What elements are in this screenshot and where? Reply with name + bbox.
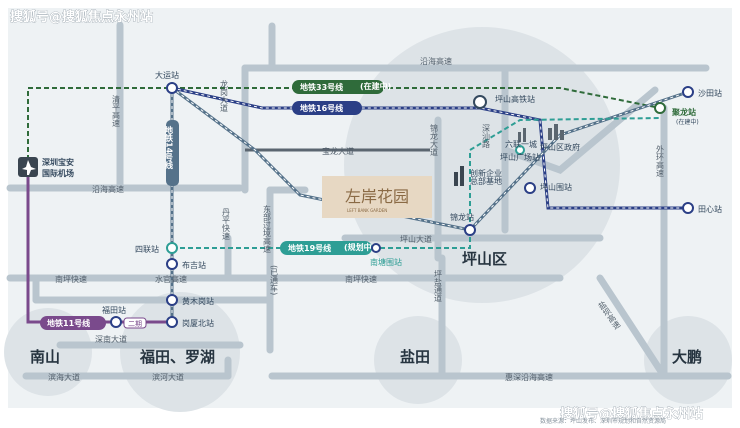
road-shenshan: 深汕路 xyxy=(482,124,491,148)
road-binhe: 滨河大道 xyxy=(152,372,184,382)
gov-building-icon xyxy=(548,124,564,140)
station-futian: 福田站 xyxy=(102,305,126,315)
road-shennan: 深南大道 xyxy=(95,334,127,344)
road-yanhai-left: 沿海高速 xyxy=(92,184,124,194)
airport-label-line2: 国际机场 xyxy=(42,168,74,178)
district-pingshan: 坪山区 xyxy=(462,250,507,268)
station-nantangwei: 南塘围站 xyxy=(370,257,402,267)
station-pingshansquare-marker xyxy=(515,145,525,155)
station-julong: 聚龙站 xyxy=(671,107,696,117)
station-huangmugang: 黄木岗站 xyxy=(182,296,214,306)
watermark-bottom: 搜狐号@搜狐焦点永州站 xyxy=(560,406,703,422)
innovation-hq-icon xyxy=(454,166,464,186)
station-buji: 布吉站 xyxy=(182,260,206,270)
station-pingshan-wei: 坪山围站 xyxy=(540,182,572,192)
station-sijian: 四联站 xyxy=(135,244,159,254)
station-nantangwei-marker xyxy=(371,243,381,253)
district-futian-luohu: 福田、罗湖 xyxy=(139,348,215,366)
road-nanping-mid: 南坪快速 xyxy=(345,274,377,284)
airport-icon xyxy=(18,157,38,177)
road-dongbu-note: (已通车) xyxy=(270,265,279,295)
airport-label-line1: 深圳宝安 xyxy=(42,157,74,167)
project-sub: LEFT BANK GARDEN xyxy=(347,208,387,213)
station-gangsha-marker xyxy=(166,316,178,328)
source-note: 数据来源：坪山发布、深圳市规划和自然资源局 xyxy=(540,417,666,425)
line33-note: (在建中) xyxy=(360,81,391,91)
road-dongbu: 东部过境高速 xyxy=(263,204,272,254)
road-binhai: 滨海大道 xyxy=(48,372,80,382)
line33-label: 地铁33号线 xyxy=(300,82,343,92)
station-huangmugang-marker xyxy=(166,294,178,306)
line14-label: 地铁14号线 xyxy=(165,125,174,170)
station-sijian-marker xyxy=(166,242,178,254)
road-jinlong: 锦龙大道 xyxy=(430,123,439,157)
road-pingshan-ave: 坪山大道 xyxy=(400,234,432,244)
station-tianxin: 田心站 xyxy=(698,204,722,214)
district-nanshan: 南山 xyxy=(30,348,60,366)
road-danping: 丹平快速 xyxy=(222,208,231,241)
station-buji-marker xyxy=(166,258,178,270)
watermark-top: 搜狐号@搜狐焦点永州站 xyxy=(10,9,153,25)
line19-note: (规划中) xyxy=(344,242,375,252)
line11-badge: 二期 xyxy=(128,320,142,328)
station-jinlong: 锦龙站 xyxy=(450,212,474,222)
project-name: 左岸花园 xyxy=(345,187,409,206)
road-nanping-top: 南坪快速 xyxy=(55,274,87,284)
station-hsr-marker xyxy=(473,95,487,109)
line19-label: 地铁19号线 xyxy=(288,243,331,253)
station-julong-note: (在建中) xyxy=(676,118,699,126)
landmark-liuzhi: 六联一城 xyxy=(505,139,537,149)
station-pingshan-hsr: 坪山高铁站 xyxy=(495,94,535,104)
liuzhi-icon xyxy=(518,128,526,142)
station-tianxin-marker xyxy=(682,202,694,214)
landmark-innov-2: 总部基地 xyxy=(470,176,502,186)
landmark-innov-1: 创新企业 xyxy=(470,168,502,178)
station-dayun: 大运站 xyxy=(155,70,179,80)
landmark-gov: 坪山区政府 xyxy=(540,142,580,152)
station-shatian-marker xyxy=(682,86,694,98)
project-logo: 左岸花园 LEFT BANK GARDEN xyxy=(322,176,432,218)
line16-label: 地铁16号线 xyxy=(300,103,343,113)
line16-path xyxy=(171,86,690,210)
road-waihuan: 外环高速 xyxy=(656,144,665,178)
station-pingshanwei-marker xyxy=(524,182,536,194)
district-yantian: 盐田 xyxy=(400,348,430,366)
road-qingping: 清平高速 xyxy=(112,94,121,128)
district-dapeng: 大鹏 xyxy=(672,348,702,366)
station-jinlong-marker xyxy=(464,224,476,236)
road-shuiguan: 水官高速 xyxy=(155,274,187,284)
road-baolong: 宝龙大道 xyxy=(322,146,354,156)
station-shatian: 沙田站 xyxy=(698,88,722,98)
station-pingshan-square: 坪山广场站 xyxy=(500,152,540,162)
line19-path xyxy=(172,117,661,249)
road-huiyan: 惠深沿海高速 xyxy=(505,372,553,382)
line11-label: 地铁11号线 xyxy=(47,318,90,328)
road-pingyan: 坪盐通道 xyxy=(434,270,443,303)
pingshan-district-circle xyxy=(344,27,620,303)
station-futian-marker xyxy=(110,316,122,328)
road-longgang: 龙岗大道 xyxy=(220,79,229,113)
station-dayun-marker xyxy=(166,82,178,94)
station-gangsha-north: 岗厦北站 xyxy=(182,318,214,328)
station-julong-marker xyxy=(654,102,666,114)
road-yanhai-top: 沿海高速 xyxy=(420,56,452,66)
